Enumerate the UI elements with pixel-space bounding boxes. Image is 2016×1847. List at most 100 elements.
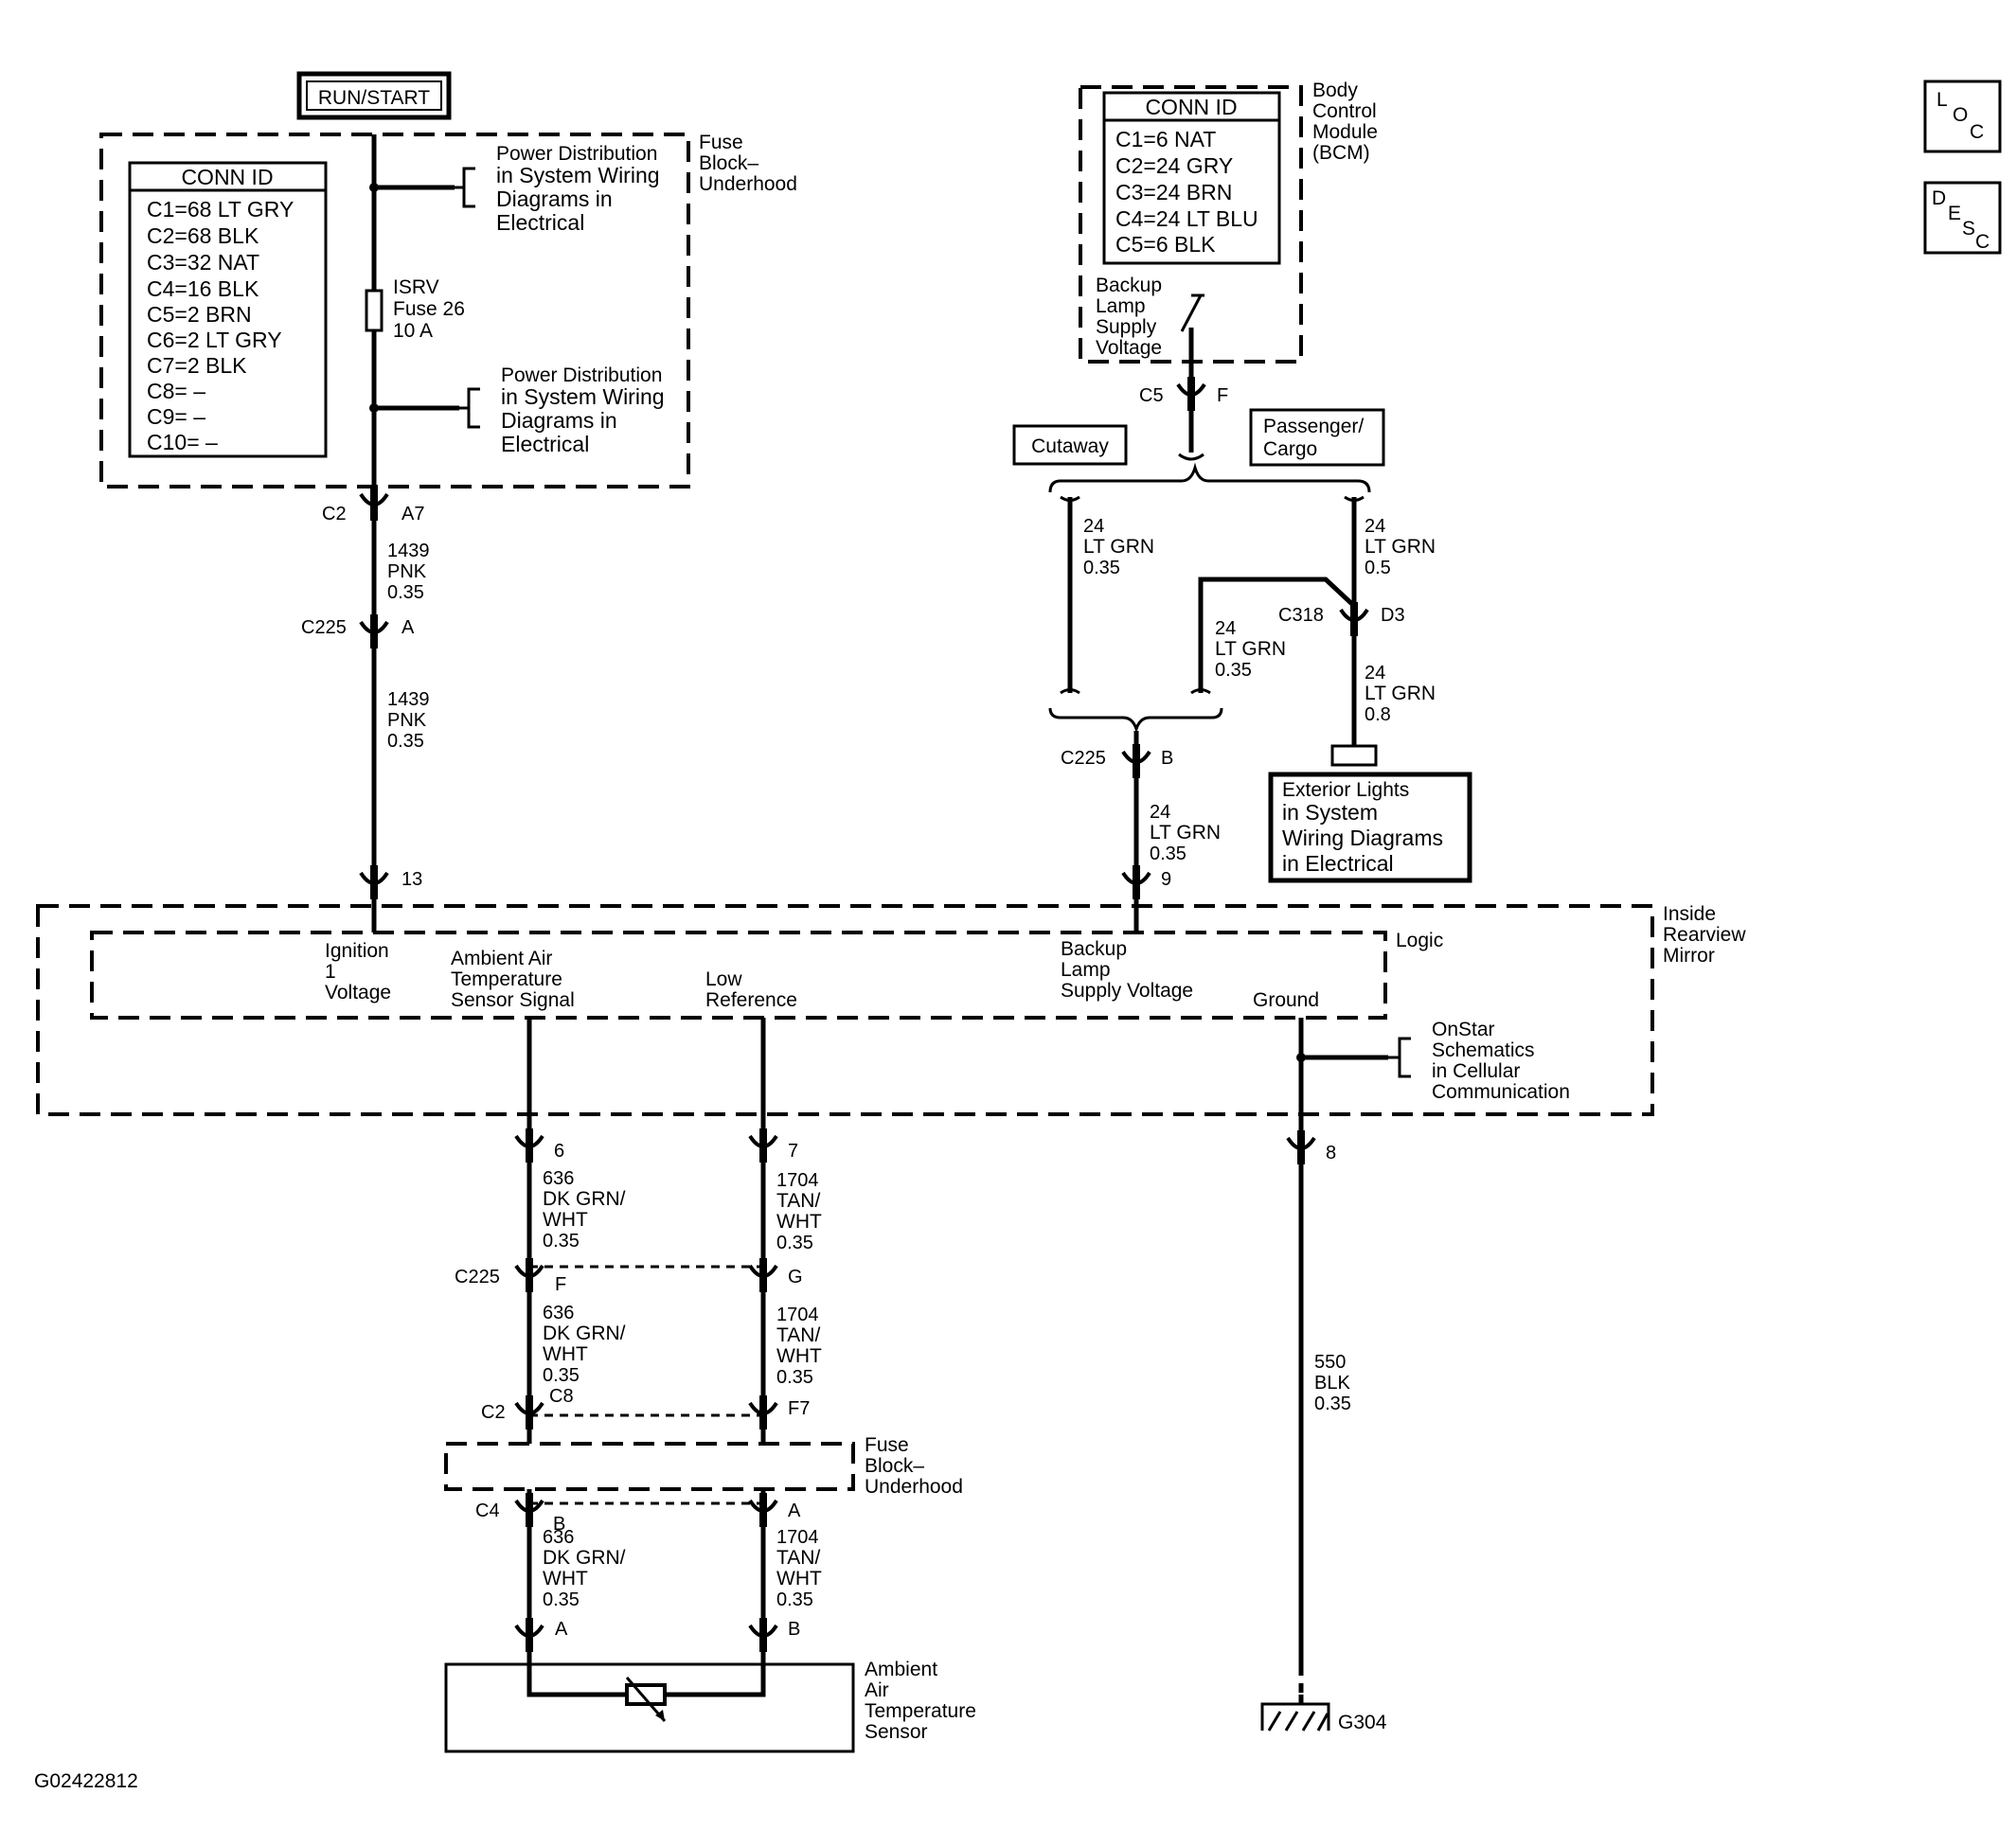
svg-text:Communication: Communication <box>1432 1081 1570 1103</box>
connector-c2-a7 <box>359 485 389 523</box>
option-passenger-cargo: Passenger/ Cargo <box>1249 408 1385 467</box>
svg-text:Supply: Supply <box>1096 316 1157 338</box>
svg-text:DK GRN/: DK GRN/ <box>543 1188 626 1210</box>
svg-text:C5=2 BRN: C5=2 BRN <box>147 302 252 327</box>
svg-text:C10= –: C10= – <box>147 430 218 454</box>
exterior-lights-ref: Exterior Lights in System Wiring Diagram… <box>1268 772 1472 883</box>
svg-text:BLK: BLK <box>1314 1373 1350 1394</box>
svg-text:550: 550 <box>1314 1352 1346 1373</box>
ambient-signal-label: Ambient Air Temperature Sensor Signal <box>451 948 575 1011</box>
svg-text:Fuse: Fuse <box>865 1434 909 1456</box>
svg-text:LT GRN: LT GRN <box>1150 822 1221 844</box>
logic-label: Logic <box>1396 930 1443 951</box>
bcm-backup-lamp-label: Backup Lamp Supply Voltage <box>1096 275 1162 359</box>
svg-text:Cargo: Cargo <box>1263 438 1317 460</box>
svg-text:WHT: WHT <box>776 1211 822 1233</box>
svg-text:Block–: Block– <box>699 152 758 174</box>
isrv-fuse: ISRV Fuse 26 10 A <box>365 276 465 342</box>
svg-text:B: B <box>1161 748 1173 769</box>
connector-pin-13 <box>359 863 389 901</box>
desc-icon[interactable]: D E S C <box>1923 181 2002 255</box>
svg-text:A7: A7 <box>401 504 424 524</box>
svg-text:Cutaway: Cutaway <box>1031 435 1109 457</box>
svg-text:Air: Air <box>865 1679 889 1701</box>
svg-text:Block–: Block– <box>865 1455 924 1477</box>
svg-text:C3=24 BRN: C3=24 BRN <box>1115 180 1232 204</box>
ignition-label: Ignition 1 Voltage <box>325 940 391 1003</box>
svg-text:LT GRN: LT GRN <box>1083 536 1154 558</box>
svg-text:24: 24 <box>1365 516 1385 537</box>
svg-text:TAN/: TAN/ <box>776 1547 820 1569</box>
svg-text:Exterior Lights: Exterior Lights <box>1282 779 1409 801</box>
svg-text:C225: C225 <box>1061 748 1106 769</box>
loc-icon[interactable]: L O C <box>1923 80 2002 153</box>
onstar-ref: OnStar Schematics in Cellular Communicat… <box>1432 1019 1570 1103</box>
svg-text:B: B <box>553 1514 565 1535</box>
svg-text:7: 7 <box>788 1141 798 1162</box>
connector-pin-8 <box>1286 1128 1316 1166</box>
wire-1704-label-2: 1704 TAN/ WHT 0.35 <box>776 1305 822 1388</box>
svg-text:10 A: 10 A <box>393 320 433 342</box>
svg-text:Control: Control <box>1312 100 1377 122</box>
mirror-backup-label: Backup Lamp Supply Voltage <box>1061 938 1193 1002</box>
svg-text:C2=68 BLK: C2=68 BLK <box>147 223 259 248</box>
run-start-label: RUN/START <box>318 87 430 109</box>
connector-sensor-b <box>748 1616 778 1654</box>
power-dist-ref-2: Power Distribution in System Wiring Diag… <box>501 364 665 456</box>
svg-text:TAN/: TAN/ <box>776 1190 820 1212</box>
wire-636-label-2: 636 DK GRN/ WHT 0.35 <box>543 1303 626 1386</box>
connector-c2-f7 <box>748 1394 778 1431</box>
option-cutaway: Cutaway <box>1012 424 1128 466</box>
svg-text:Inside: Inside <box>1663 903 1716 925</box>
svg-text:in Electrical: in Electrical <box>1282 851 1394 876</box>
wire-diag-24-label: 24 LT GRN 0.35 <box>1215 618 1286 681</box>
svg-text:Temperature: Temperature <box>865 1700 976 1722</box>
svg-text:C8= –: C8= – <box>147 379 205 403</box>
svg-text:G: G <box>788 1267 803 1288</box>
svg-text:Mirror: Mirror <box>1663 945 1715 967</box>
ground-label: Ground <box>1253 989 1319 1011</box>
svg-text:PNK: PNK <box>387 561 427 582</box>
svg-text:C: C <box>1975 231 1989 253</box>
svg-text:O: O <box>1953 104 1968 126</box>
low-reference-label: Low Reference <box>705 968 797 1011</box>
svg-text:F7: F7 <box>788 1398 810 1419</box>
svg-text:13: 13 <box>401 869 422 890</box>
sensor-label: Ambient Air Temperature Sensor <box>865 1659 976 1743</box>
svg-text:Ambient: Ambient <box>865 1659 937 1680</box>
svg-text:Power Distribution: Power Distribution <box>496 143 657 165</box>
svg-text:1: 1 <box>325 961 336 983</box>
svg-text:9: 9 <box>1161 869 1171 890</box>
svg-text:Module: Module <box>1312 121 1378 143</box>
ground-g304-icon <box>1260 1695 1330 1732</box>
svg-text:WHT: WHT <box>543 1209 588 1231</box>
svg-text:8: 8 <box>1326 1143 1336 1163</box>
svg-text:ISRV: ISRV <box>393 276 439 298</box>
svg-text:Passenger/: Passenger/ <box>1263 416 1364 437</box>
connector-pin-7 <box>748 1127 778 1164</box>
svg-text:D3: D3 <box>1381 605 1405 626</box>
svg-text:in System Wiring: in System Wiring <box>496 163 660 187</box>
svg-text:6: 6 <box>554 1141 564 1162</box>
svg-text:C4=16 BLK: C4=16 BLK <box>147 276 259 301</box>
svg-text:0.5: 0.5 <box>1365 558 1391 578</box>
svg-text:CONN ID: CONN ID <box>181 165 273 189</box>
svg-text:Power Distribution: Power Distribution <box>501 364 662 386</box>
fuse-block-2-title: Fuse Block– Underhood <box>865 1434 963 1498</box>
svg-text:1704: 1704 <box>776 1170 819 1191</box>
wire-mirror-24-label: 24 LT GRN 0.35 <box>1150 802 1221 864</box>
svg-text:WHT: WHT <box>776 1568 822 1589</box>
bcm-title: Body Control Module (BCM) <box>1312 80 1378 164</box>
svg-text:Backup: Backup <box>1061 938 1127 960</box>
svg-text:Diagrams in: Diagrams in <box>496 186 613 211</box>
svg-text:C: C <box>1970 121 1984 143</box>
svg-text:A: A <box>788 1501 801 1521</box>
connector-c2-c8 <box>514 1394 544 1431</box>
connector-c225-b <box>1121 742 1151 780</box>
svg-text:CONN ID: CONN ID <box>1145 95 1237 119</box>
svg-text:0.35: 0.35 <box>387 582 424 603</box>
svg-text:DK GRN/: DK GRN/ <box>543 1323 626 1344</box>
svg-text:0.35: 0.35 <box>543 1365 580 1386</box>
svg-text:Fuse: Fuse <box>699 132 743 153</box>
